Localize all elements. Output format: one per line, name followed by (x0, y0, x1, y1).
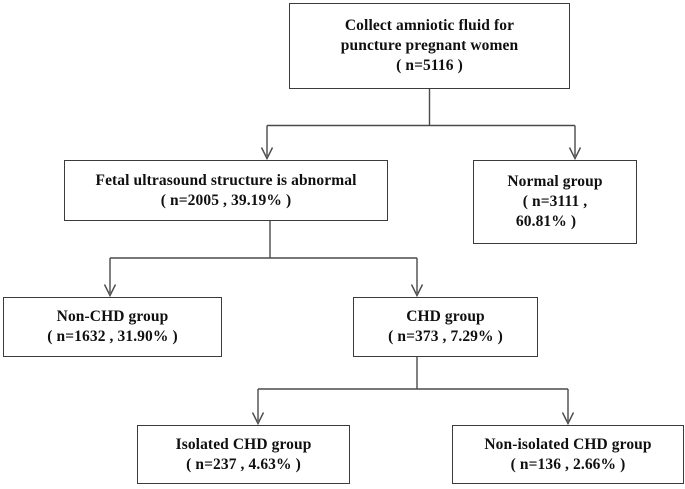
node-chd-group: CHD group ( n=373 , 7.29% ) (353, 297, 538, 357)
edge-abnormal-split (109, 221, 418, 293)
node-normal-line-1: Normal group (507, 173, 603, 191)
node-nonisolated-line-1: Non-isolated CHD group (484, 435, 652, 453)
node-root-line-1: Collect amniotic fluid for (344, 17, 515, 35)
edge-root-split (266, 89, 576, 156)
arrowhead-to-nonisolated (561, 412, 575, 426)
node-root-line-3: ( n=5116 ) (396, 56, 463, 74)
node-abnormal-line-1: Fetal ultrasound structure is abnormal (95, 171, 357, 189)
arrowhead-to-normal (568, 147, 582, 161)
node-normal-group: Normal group ( n=3111 , 60.81% ) (473, 160, 637, 244)
node-fetal-ultrasound-abnormal: Fetal ultrasound structure is abnormal (… (64, 160, 388, 221)
node-normal-line-2: ( n=3111 , (522, 193, 588, 211)
edge-chd-split (257, 357, 569, 421)
node-isolated-chd-group: Isolated CHD group ( n=237 , 4.63% ) (137, 425, 350, 484)
node-nonchd-line-2: ( n=1632 , 31.90% ) (47, 328, 178, 345)
node-root-line-2: puncture pregnant women (340, 37, 519, 55)
arrowhead-to-chd (410, 284, 424, 298)
node-chd-line-1: CHD group (406, 308, 485, 326)
node-isolated-line-2: ( n=237 , 4.63% ) (186, 455, 301, 473)
node-isolated-line-1: Isolated CHD group (175, 435, 312, 453)
arrowhead-to-abnormal (260, 147, 274, 161)
node-normal-line-3: 60.81% ) (515, 212, 577, 230)
node-non-isolated-chd-group: Non-isolated CHD group ( n=136 , 2.66% ) (452, 425, 684, 484)
node-chd-line-2: ( n=373 , 7.29% ) (388, 328, 503, 345)
arrowhead-to-nonchd (103, 284, 117, 298)
arrowhead-to-isolated (251, 412, 265, 426)
node-collect-amniotic-fluid: Collect amniotic fluid for puncture preg… (289, 3, 570, 89)
node-abnormal-line-2: ( n=2005 , 39.19% ) (160, 191, 292, 209)
node-non-chd-group: Non-CHD group ( n=1632 , 31.90% ) (3, 297, 222, 357)
node-nonisolated-line-2: ( n=136 , 2.66% ) (510, 455, 626, 473)
node-nonchd-line-1: Non-CHD group (56, 308, 169, 326)
